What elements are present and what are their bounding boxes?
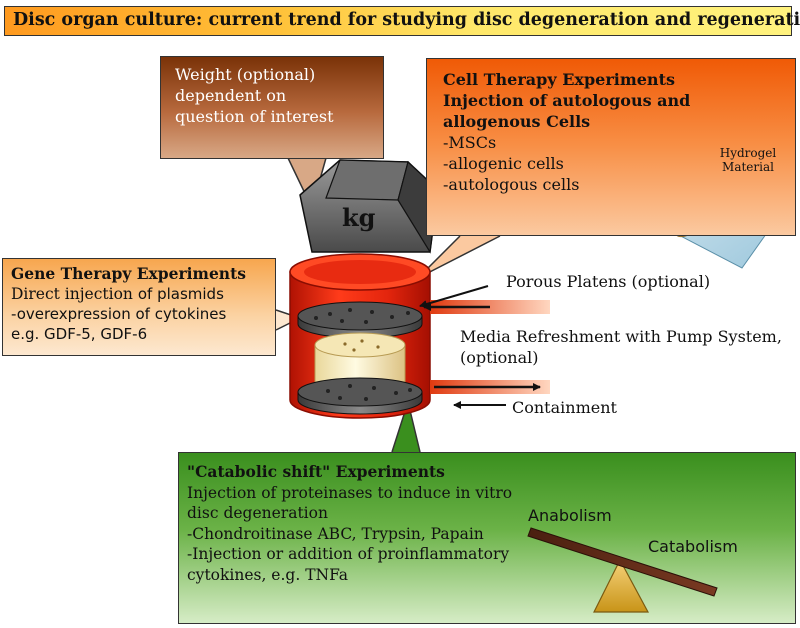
weight-line-2: dependent on	[175, 86, 287, 105]
weight-line-1: Weight (optional)	[175, 65, 316, 84]
hydrogel-label-1: Hydrogel	[719, 146, 777, 160]
catabolism-label: Catabolism	[648, 537, 738, 556]
porous-platens-label: Porous Platens (optional)	[506, 272, 711, 291]
anabolism-label: Anabolism	[528, 506, 612, 525]
cell-heading-3: allogenous Cells	[443, 112, 591, 131]
weight-callout: Weight (optional) dependent on question …	[160, 56, 384, 159]
gene-line-3: -overexpression of cytokines	[11, 305, 227, 323]
page-title: Disc organ culture: current trend for st…	[4, 6, 800, 36]
gene-line-4: e.g. GDF-5, GDF-6	[11, 325, 148, 343]
cell-therapy-callout: Cell Therapy Experiments Injection of au…	[426, 58, 796, 236]
catabolic-line-3: -Chondroitinase ABC, Trypsin, Papain	[187, 524, 484, 543]
porous-platen-arrow	[419, 285, 489, 308]
cell-heading-1: Cell Therapy Experiments	[443, 70, 675, 89]
gene-line-2a: Direct injection	[11, 285, 138, 303]
cell-item-allogenic: -allogenic cells	[443, 154, 564, 173]
gene-heading: Gene Therapy Experiments	[11, 264, 246, 283]
catabolic-line-2: disc degeneration	[187, 504, 328, 522]
cell-item-autologous: -autologous cells	[443, 175, 580, 194]
weight-block-label: kg	[342, 203, 376, 232]
containment-label: Containment	[512, 398, 617, 417]
catabolic-heading: "Catabolic shift" Experiments	[187, 462, 445, 481]
top-porous-platen	[297, 301, 423, 339]
catabolic-line-5: cytokines, e.g. TNFa	[187, 565, 349, 584]
media-refreshment-label-2: (optional)	[460, 348, 539, 367]
weight-line-3: question of interest	[175, 107, 334, 126]
cell-heading-2: Injection of autologous and	[443, 91, 691, 110]
hydrogel-label-2: Material	[722, 160, 774, 174]
catabolic-line-1: Injection of proteinases to induce in vi…	[187, 483, 513, 502]
catabolic-callout: "Catabolic shift" Experiments Injection …	[178, 452, 796, 624]
bottom-porous-platen	[297, 377, 423, 415]
hydrogel-label: Hydrogel Material	[708, 146, 788, 174]
gene-line-2b: of plasmids	[137, 285, 224, 303]
catabolic-line-4: -Injection or addition of proinflammator…	[187, 545, 510, 563]
cell-item-msc: -MSCs	[443, 133, 497, 152]
media-refreshment-label-1: Media Refreshment with Pump System,	[460, 327, 782, 346]
gene-therapy-callout: Gene Therapy Experiments Direct injectio…	[2, 258, 276, 356]
